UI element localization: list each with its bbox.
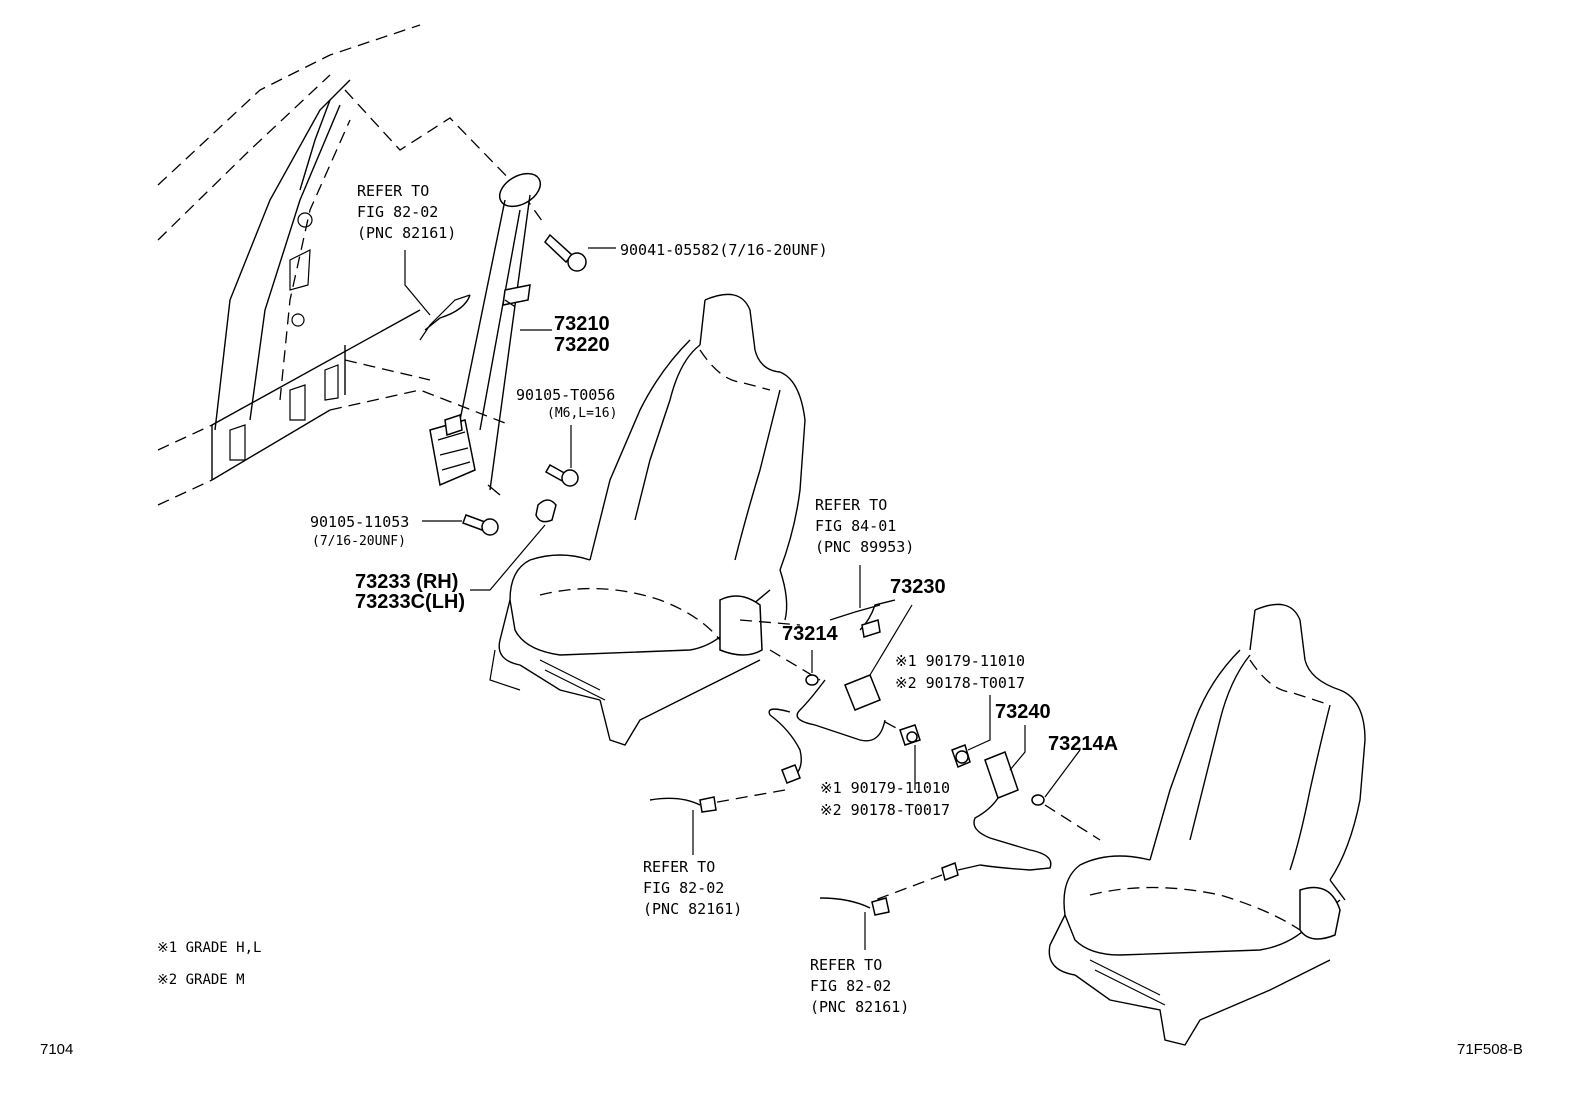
ref-bottom-left-label: REFER TO FIG 82-02 (PNC 82161) — [643, 858, 742, 918]
svg-text:REFER TO: REFER TO — [810, 956, 882, 974]
cover-rh-label: 73233 (RH) — [355, 571, 458, 593]
nut-upper-1: ※1 90179-11010 — [895, 652, 1025, 670]
washer2-pn-label: 73214A — [1048, 733, 1118, 755]
harness-bottom-right — [819, 897, 890, 950]
buckle-pn-label: 73230 — [890, 576, 946, 598]
belt-pn-2: 73220 — [554, 334, 610, 356]
svg-text:REFER TO: REFER TO — [815, 496, 887, 514]
harness-pillar — [404, 250, 471, 331]
svg-text:(PNC 82161): (PNC 82161) — [643, 900, 742, 918]
ref-pillar-label: REFER TO FIG 82-02 (PNC 82161) — [357, 182, 456, 242]
bolt-top-label: 90041-05582(7/16-20UNF) — [620, 241, 828, 259]
belt-pn-1: 73210 — [554, 313, 610, 335]
ref-89953-label: REFER TO FIG 84-01 (PNC 89953) — [815, 496, 914, 556]
bolt-90041 — [544, 233, 616, 272]
washer-pn-label: 73214 — [782, 623, 838, 645]
svg-text:FIG 82-02: FIG 82-02 — [810, 977, 891, 995]
svg-text:(PNC 82161): (PNC 82161) — [810, 998, 909, 1016]
buckle2-pn-label: 73240 — [995, 701, 1051, 723]
svg-text:(PNC 82161): (PNC 82161) — [357, 224, 456, 242]
nut-upper-2: ※2 90178-T0017 — [895, 674, 1025, 692]
buckle-73230 — [711, 565, 913, 804]
svg-text:※1 GRADE H,L: ※1 GRADE H,L — [157, 940, 261, 956]
washer-73214 — [805, 650, 819, 686]
footer-left-code: 7104 — [40, 1041, 73, 1058]
svg-text:FIG 82-02: FIG 82-02 — [357, 203, 438, 221]
b-pillar-body — [157, 24, 511, 506]
svg-text:FIG 82-02: FIG 82-02 — [643, 879, 724, 897]
svg-text:FIG 84-01: FIG 84-01 — [815, 517, 896, 535]
grade-legend: ※1 GRADE H,L ※2 GRADE M — [157, 940, 261, 988]
bolt-90105-t0056 — [544, 425, 579, 487]
svg-text:REFER TO: REFER TO — [357, 182, 429, 200]
harness-bottom-left — [649, 796, 717, 855]
bolt-mid-spec: (M6,L=16) — [547, 406, 617, 421]
footer-right-code: 71F508-B — [1457, 1041, 1523, 1058]
bolt-low-label: 90105-11053 — [310, 513, 409, 531]
bolt-low-spec: (7/16-20UNF) — [312, 534, 406, 549]
buckle-73240 — [874, 695, 1101, 901]
svg-text:(PNC 89953): (PNC 89953) — [815, 538, 914, 556]
nut-lower-2: ※2 90178-T0017 — [820, 801, 950, 819]
seat-belt-assembly — [344, 89, 546, 496]
cover-lh-label: 73233C(LH) — [355, 591, 465, 613]
nut-lower-1: ※1 90179-11010 — [820, 779, 950, 797]
cover-73233 — [470, 499, 557, 591]
svg-text:REFER TO: REFER TO — [643, 858, 715, 876]
svg-text:※2 GRADE M: ※2 GRADE M — [157, 972, 245, 988]
ref-bottom-right-label: REFER TO FIG 82-02 (PNC 82161) — [810, 956, 909, 1016]
bolt-mid-label: 90105-T0056 — [516, 386, 615, 404]
front-seat-right — [1048, 603, 1366, 1046]
nut-center — [884, 721, 921, 790]
bolt-90105-11053 — [422, 514, 499, 536]
front-seat-left — [489, 293, 821, 746]
